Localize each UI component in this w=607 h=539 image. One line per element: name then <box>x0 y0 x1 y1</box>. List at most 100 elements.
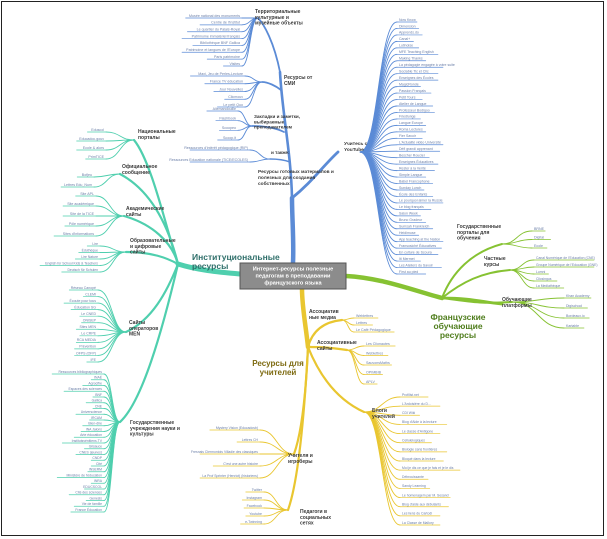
teal-leaf-lettres-edu-num[interactable]: Lettres Edu_Num <box>64 183 92 187</box>
blue-leaf-visites[interactable]: Visites <box>229 62 240 66</box>
teal-leaf-ina-jalons[interactable]: INA Jalons <box>86 427 103 431</box>
teal-leaf-eduscol[interactable]: Eduscol <box>91 128 104 132</box>
teal-leaf-cne[interactable]: CNE <box>95 404 103 408</box>
teal-leaf-sites-men[interactable]: Sites MEN <box>79 325 96 329</box>
yellow-leaf-les-clionautes[interactable]: Les Clionautes <box>366 342 390 346</box>
blue-leaf-sumsah-frankreich[interactable]: Sumsah Frankreich <box>399 225 429 229</box>
teal-leaf-gilsauce[interactable]: Gilsauce <box>89 445 102 449</box>
yellow-leaf-twitter[interactable]: Twitter <box>252 488 263 492</box>
teal-leaf-inra[interactable]: INRA <box>94 479 103 483</box>
yellow-leaf-blog-d-aide-la-lecture[interactable]: Blog d'Aide à la lecture <box>402 420 437 424</box>
teal-leaf-genesis[interactable]: Genesis <box>90 496 103 500</box>
blue-leaf-langue-europe[interactable]: Langue Europe <box>399 121 423 125</box>
blue-leaf-clicmouv[interactable]: Clicmouv <box>228 95 243 99</box>
blue-leaf-ressources-d-int-r-t-p-dagogique-rip[interactable]: Ressources d'intérêt pédagogique (RIP) <box>184 146 248 150</box>
teal-leaf-le-crpe[interactable]: Le CRPE <box>81 332 96 336</box>
yellow-leaf-e-twinning[interactable]: e-Twinning <box>245 520 262 524</box>
green-leaf-kartable[interactable]: Kartable <box>566 324 579 328</box>
teal-leaf-ressources-bibliographiques[interactable]: Ressources bibliographiques <box>58 370 102 374</box>
blue-leaf-le-quartier-du-palais-royal[interactable]: Le quartier du Palais-Royal <box>197 28 241 32</box>
yellow-leaf-mystery-vision-educadosb[interactable]: Mystery Vision (Educadosb) <box>216 426 258 430</box>
teal-leaf-clemi[interactable]: CLEMI <box>85 292 96 296</box>
yellow-leaf-l-ardoisi-re-du-d[interactable]: L'Ardoisiére du D... <box>402 402 431 406</box>
yellow-leaf-le-homenagem-par-m-sesand[interactable]: Le homenagem par M. Sesand <box>402 493 449 497</box>
teal-leaf-ina[interactable]: INAÉ <box>94 375 103 380</box>
teal-leaf-p-le-num-rique[interactable]: Pôle numérique <box>69 222 94 226</box>
teal-leaf-coute-pour-tous[interactable]: Écoute pour tous <box>70 298 97 303</box>
teal-leaf-ircam[interactable]: IRCAM <box>91 416 102 420</box>
green-title[interactable]: ресурсы <box>440 330 476 340</box>
blue-leaf-france-tv-ducation[interactable]: France TV éducation <box>210 80 243 84</box>
blue-leaf-scoop-it[interactable]: Scoop.it <box>223 136 236 140</box>
blue-leaf-patrimoine-et-langues-de-l-europe[interactable]: Patrimoine et langues de l'Europe <box>186 48 240 52</box>
blue-leaf-cole-des-enfants[interactable]: École des Enfants <box>399 191 427 196</box>
teal-leaf-primtice[interactable]: PrimTICE <box>88 155 104 159</box>
yellow-leaf-lettres[interactable]: Lettres <box>356 321 367 325</box>
teal-leaf-cndp[interactable]: CNDP <box>92 456 102 460</box>
yellow-leaf-la-prof-sprinter-henriot-historiens[interactable]: La Prof Sprinter (Henriot) (historiens) <box>202 474 258 478</box>
yellow-leaf-la-classe-de-mallory[interactable]: La Classe de Mallory <box>402 521 434 525</box>
blue-leaf-apprends-do[interactable]: Apprends.do <box>399 31 419 35</box>
teal-leaf-site-acad-mique[interactable]: Site académique <box>67 202 94 206</box>
teal-title[interactable]: ресурсы <box>192 261 228 271</box>
teal-leaf-ecole-alors[interactable]: Ecole & alors <box>83 146 104 150</box>
blue-leaf-flashbook[interactable]: Flashbook <box>219 116 236 120</box>
yellow-leaf-cdi-wiki[interactable]: CDI Wiki <box>402 411 415 415</box>
yellow-leaf-facebook[interactable]: Facebook <box>247 504 263 508</box>
blue-leaf-first-au-pied[interactable]: First au pied <box>399 270 418 274</box>
yellow-leaf-fresnais-clermontois-villadie-des-classi[interactable]: Fresnais Clermontois Villadie des classi… <box>191 450 258 454</box>
green-leaf-khan-academy[interactable]: Khan Academy <box>566 294 590 298</box>
blue-leaf-lutinoise[interactable]: Lutinoise <box>399 44 413 48</box>
yellow-leaf-sauvonsmaths[interactable]: SauvonsMaths <box>366 361 390 365</box>
yellow-leaf-lettres-ch[interactable]: Lettres CH <box>242 438 259 442</box>
yellow-leaf-profilist-net[interactable]: Profilist.net <box>402 393 419 397</box>
blue-leaf-canal[interactable]: Canal+ <box>399 37 410 41</box>
blue-leaf-magicronde[interactable]: MagicRonde <box>399 82 419 86</box>
yellow-leaf-cellulelogiques[interactable]: Cellulelogiques <box>402 439 425 443</box>
green-leaf-bordeaux-io[interactable]: Bordeaux.io <box>566 314 585 318</box>
teal-leaf-france-ducation[interactable]: France Éducation <box>75 507 102 512</box>
blue-leaf-sociable-tic-et-clic[interactable]: Sociable Tic et Clic <box>399 69 429 73</box>
yellow-leaf-le-classe-d-antigone[interactable]: Le classe d'Antigone <box>402 429 433 433</box>
yellow-title[interactable]: Ресурсы для <box>252 359 304 368</box>
center-topic-box[interactable] <box>239 262 347 290</box>
teal-leaf-english-for-school-kids-teachers[interactable]: English for School Kids & Teachers <box>45 261 98 265</box>
teal-leaf-cit[interactable]: Cité <box>96 462 102 466</box>
green-leaf-lumni[interactable]: Lumni <box>536 270 545 274</box>
yellow-leaf-youtube[interactable]: Youtube <box>249 512 262 516</box>
teal-leaf-site-apl[interactable]: Site APL <box>80 192 94 196</box>
teal-leaf-le-cned[interactable]: Le CNED <box>81 312 96 316</box>
teal-leaf-universcience[interactable]: Universcience <box>81 410 102 414</box>
yellow-leaf-instagram[interactable]: Instagram <box>246 496 262 500</box>
blue-leaf-now-know[interactable]: Now Know <box>399 18 416 22</box>
teal-leaf-gallica[interactable]: Gallica <box>92 399 102 403</box>
blue-leaf-jour-nouvelles[interactable]: Jour Nouvelles <box>219 87 243 91</box>
green-leaf-digital[interactable]: Digital <box>534 235 544 239</box>
teal-leaf-vie-de-famille[interactable]: Vie de famille <box>82 502 102 506</box>
teal-leaf-espaces-des-sciences[interactable]: Espaces des sciences <box>68 387 102 391</box>
teal-leaf-cnes-jeunes[interactable]: CNES (jeunes) <box>79 450 102 454</box>
teal-leaf-bnf[interactable]: BNF <box>95 393 102 397</box>
blue-leaf-maxi-jeu-de-perles-lecture[interactable]: Maxi, Jeu de Perles-Lecture <box>198 72 243 76</box>
teal-leaf-site-de-la-tice[interactable]: Site de la TICE <box>70 212 95 216</box>
blue-leaf-rester-la-verit[interactable]: Rester à la Verité <box>399 166 426 170</box>
yellow-leaf-moi-je-dis-ce-que-je-fais-et-je-le-dis[interactable]: Moi je dis ce que je fais et je le dis <box>402 466 454 470</box>
blue-leaf-iti-mermet[interactable]: Iti Mermet <box>399 257 415 261</box>
teal-leaf-pr-vention[interactable]: Prévention <box>79 345 96 349</box>
blue-leaf-allemandouille[interactable]: Allemandouille <box>213 107 236 111</box>
yellow-leaf-c-est-une-autre-histoire[interactable]: C'est une autre histoire <box>223 462 258 466</box>
blue-leaf-centre-de-l-institut[interactable]: Centre de l'Institut <box>211 21 240 25</box>
green-leaf-canal-num-rique-de-l-education-cne[interactable]: Canal Numérique de l'Education (CNE) <box>536 256 595 260</box>
teal-leaf-lire-nature[interactable]: Lire Nature <box>81 255 98 259</box>
yellow-leaf-opimbib[interactable]: OPIMBIB <box>366 370 382 374</box>
teal-leaf-onisep[interactable]: ONISEP <box>83 319 97 323</box>
yellow-leaf-bloqu-dans-la-lecture[interactable]: Bloqué dans la lecture <box>402 457 436 461</box>
blue-leaf-heidimuse[interactable]: Heidimuse <box>399 231 416 235</box>
teal-leaf-cit-des-sciences[interactable]: Cité des sciences <box>75 491 102 495</box>
yellow-leaf-sandy-learning[interactable]: Sandy Learning <box>402 484 426 488</box>
yellow-leaf-weblettres[interactable]: Weblettres <box>366 351 383 355</box>
teal-leaf-r-seau-canop[interactable]: Réseau Canopé <box>71 286 96 290</box>
blue-leaf-roma-lectures[interactable]: Roma Lectures <box>399 128 423 132</box>
blue-leaf-patrimoine-immat-riel-fran-ais[interactable]: Patrimoine immatériel français <box>192 34 241 38</box>
yellow-leaf-d-brouissante[interactable]: Débrouissante <box>402 475 424 479</box>
